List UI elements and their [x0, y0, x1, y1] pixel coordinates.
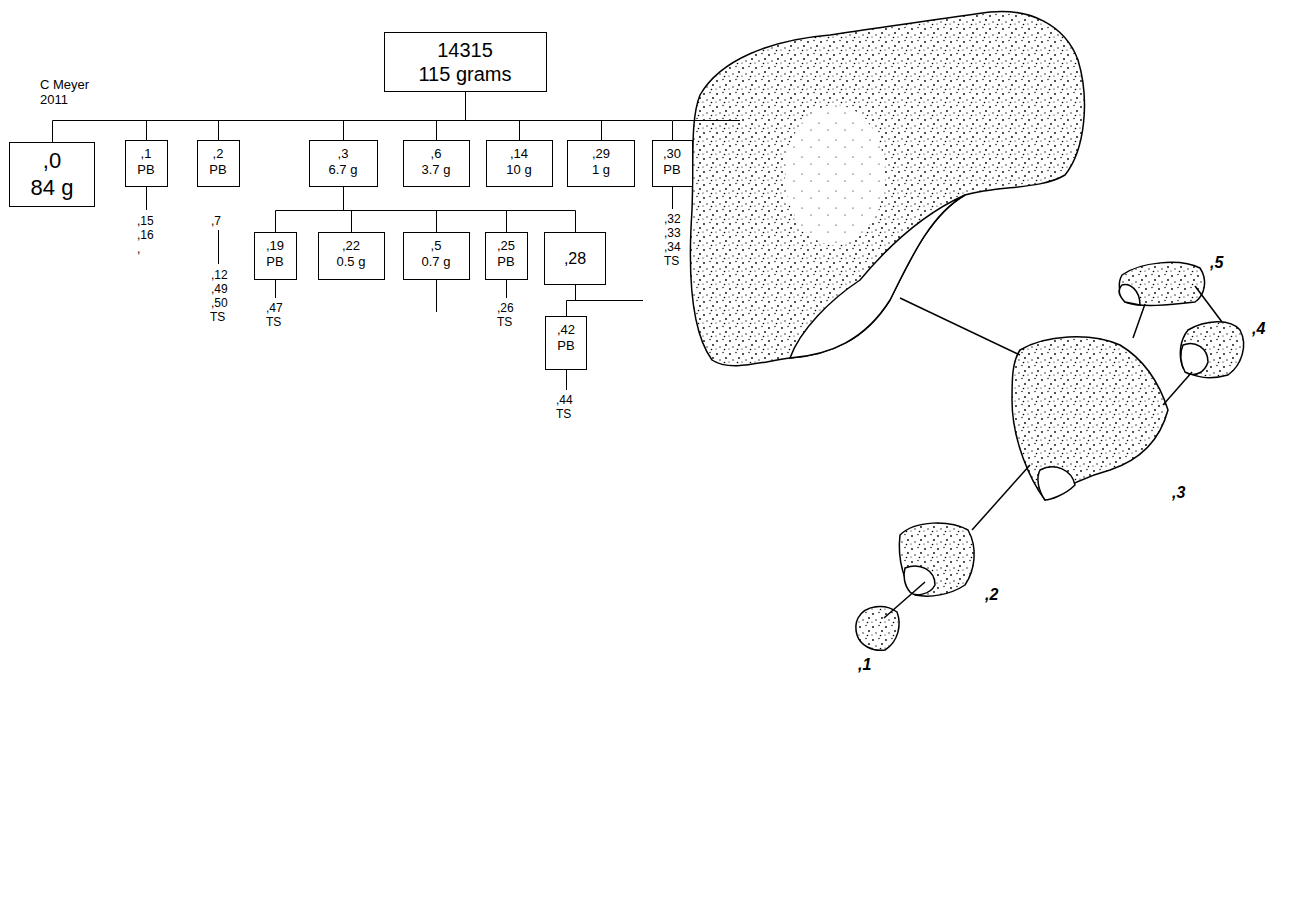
split-connector [466, 92, 602, 140]
split-number: ,19 [266, 238, 284, 254]
sample-box: ,50.7 g [403, 232, 470, 280]
split-number: ,0 [43, 148, 61, 174]
split-label: ,34 [664, 240, 681, 254]
split-mass: 6.7 g [329, 162, 358, 178]
split-number: ,1 [141, 146, 152, 162]
sample-box: ,28 [544, 232, 606, 285]
sample-box: ,36.7 g [309, 140, 378, 187]
fragment-leader-lines [884, 286, 1222, 618]
sample-box: ,220.5 g [318, 232, 385, 280]
split-number: ,14 [510, 146, 528, 162]
split-number: ,30 [663, 146, 681, 162]
split-label: ,12 [211, 268, 228, 282]
split-mass: 115 grams [418, 62, 511, 86]
split-mass: 1 g [592, 162, 610, 178]
rock-fragments [856, 262, 1244, 650]
sample-box: ,2PB [197, 140, 240, 187]
sample-box: ,1PB [125, 140, 168, 187]
split-number: ,2 [213, 146, 224, 162]
split-label: ,50 [211, 296, 228, 310]
split-connector [147, 92, 466, 140]
split-label: , [137, 242, 140, 256]
split-number: ,22 [342, 238, 360, 254]
split-label: TS [497, 315, 512, 329]
split-mass: 84 g [31, 175, 74, 201]
split-number: ,5 [431, 238, 442, 254]
fragment-number: ,4 [1252, 322, 1265, 336]
split-connector [466, 92, 520, 140]
split-number: ,29 [592, 146, 610, 162]
split-label: ,26 [497, 301, 514, 315]
author-note: C Meyer 2011 [40, 77, 100, 107]
split-connector [344, 187, 352, 232]
split-number: ,28 [564, 249, 586, 268]
sample-box: ,30PB [652, 140, 693, 187]
split-mass: PB [209, 162, 226, 178]
sample-box: ,42PB [545, 316, 587, 370]
split-label: ,47 [266, 301, 283, 315]
split-connector [219, 92, 466, 140]
sample-box: ,19PB [254, 232, 297, 280]
split-label: TS [556, 407, 571, 421]
split-connector [344, 187, 576, 232]
split-label: ,33 [664, 226, 681, 240]
fragment-number: ,2 [985, 588, 998, 602]
split-mass: PB [497, 254, 514, 270]
split-connector [53, 92, 466, 142]
rock-main-piece [690, 11, 1084, 365]
sample-box: 14315115 grams [384, 32, 547, 92]
split-label: ,49 [211, 282, 228, 296]
split-label: ,7 [211, 214, 221, 228]
split-label: ,16 [137, 228, 154, 242]
split-mass: 0.5 g [337, 254, 366, 270]
split-mass: PB [137, 162, 154, 178]
split-connector [344, 187, 507, 232]
fragment-number: ,1 [858, 658, 871, 672]
split-mass: 3.7 g [422, 162, 451, 178]
sample-box: ,084 g [9, 142, 95, 207]
split-mass: 0.7 g [422, 254, 451, 270]
split-number: ,42 [557, 322, 575, 338]
split-number: ,6 [431, 146, 442, 162]
sample-box: ,25PB [485, 232, 528, 280]
split-label: ,15 [137, 214, 154, 228]
split-connector [344, 187, 437, 232]
split-label: TS [210, 310, 225, 324]
sample-box: ,63.7 g [403, 140, 470, 187]
split-mass: PB [266, 254, 283, 270]
split-connector [437, 92, 466, 140]
tree-leader-lines [147, 121, 741, 391]
sample-box: ,1410 g [486, 140, 553, 187]
split-number: ,3 [338, 146, 349, 162]
split-mass: PB [663, 162, 680, 178]
split-label: ,32 [664, 212, 681, 226]
split-connector [276, 187, 344, 232]
split-label: TS [266, 315, 281, 329]
split-label: TS [664, 254, 679, 268]
split-connector [466, 92, 673, 140]
fragment-number: ,3 [1172, 486, 1185, 500]
split-connector [344, 92, 466, 140]
split-number: ,25 [497, 238, 515, 254]
fragment-number: ,5 [1210, 256, 1223, 270]
split-number: 14315 [437, 38, 493, 62]
split-mass: 10 g [506, 162, 531, 178]
split-mass: PB [557, 338, 574, 354]
sample-box: ,291 g [567, 140, 635, 187]
split-label: ,44 [556, 393, 573, 407]
split-connector [567, 285, 576, 316]
